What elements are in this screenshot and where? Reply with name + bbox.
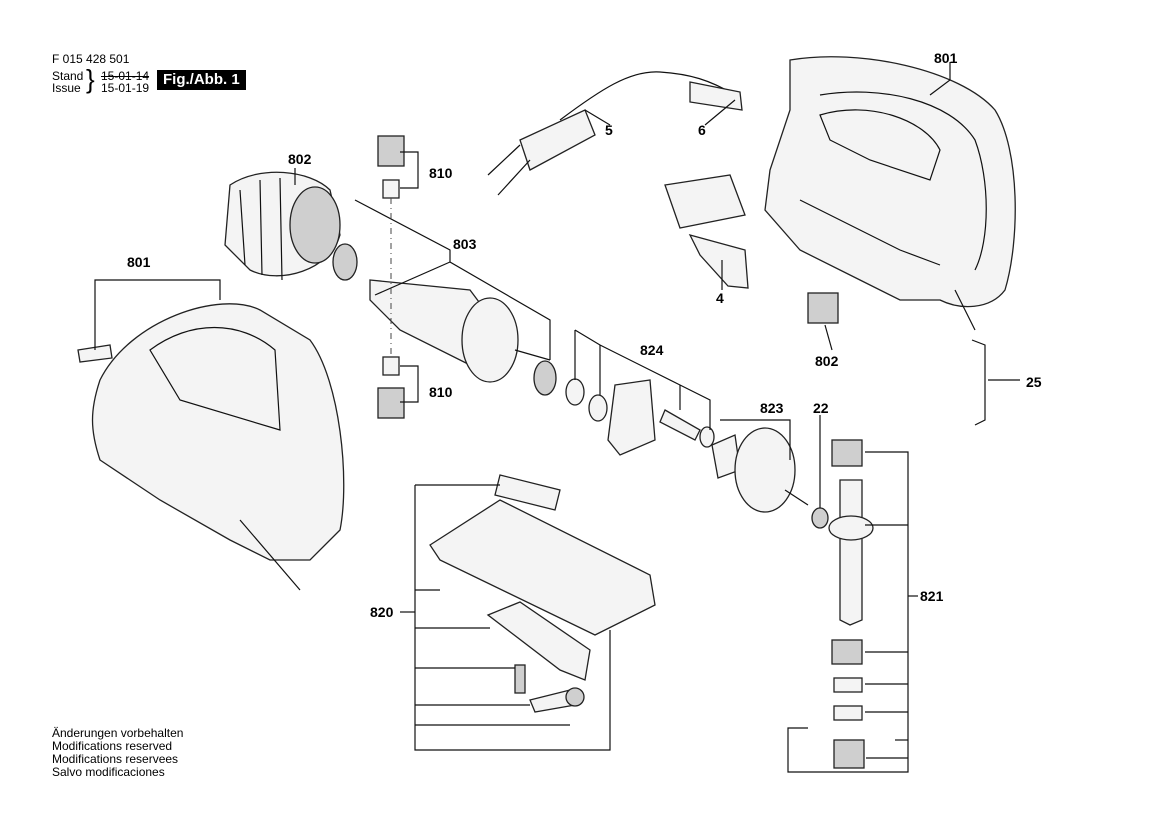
housing-screw-shape: [77, 344, 113, 363]
callout-823: 823: [760, 400, 784, 416]
callout-802-right: 802: [815, 353, 839, 369]
callout-6: 6: [698, 122, 706, 138]
callout-4: 4: [716, 290, 724, 306]
brush-top-shape: [382, 179, 400, 199]
callout-820: 820: [370, 604, 394, 620]
callout-824: 824: [640, 342, 664, 358]
hex-key-shape: [971, 339, 986, 426]
stand-label: Stand: [52, 69, 84, 83]
left-housing-shape: [91, 303, 345, 591]
callout-801-left: 801: [127, 254, 151, 270]
figure-label: Fig./Abb. 1: [157, 70, 246, 90]
issue-date: 15-01-19: [101, 81, 150, 95]
stator-shape: [224, 171, 341, 281]
brush-holder-bottom-shape: [377, 387, 405, 419]
callout-5: 5: [605, 122, 613, 138]
armature-shape: [332, 243, 557, 396]
cable-plug-shape: [487, 71, 743, 196]
brush-bottom-shape: [382, 356, 400, 376]
callout-810-top: 810: [429, 165, 453, 181]
right-housing-shape: [764, 56, 1016, 331]
callout-803: 803: [453, 236, 477, 252]
brush-holder-top-shape: [377, 135, 405, 167]
document-number: F 015 428 501: [52, 52, 130, 66]
callout-802-left: 802: [288, 151, 312, 167]
gear-kit-shape: [565, 378, 715, 456]
stand-date: 15-01-14: [101, 69, 150, 83]
gear-wheel-shape: [711, 427, 809, 513]
note-es: Salvo modificaciones: [52, 765, 165, 779]
switch-shape: [664, 174, 749, 289]
plunger-kit-shape: [828, 439, 874, 769]
issue-label: Issue: [52, 81, 81, 95]
note-fr: Modifications reservees: [52, 752, 179, 766]
note-de: Änderungen vorbehalten: [52, 726, 184, 740]
roller-shape: [811, 507, 829, 529]
brace-glyph: }: [86, 64, 95, 94]
callout-25: 25: [1026, 374, 1042, 390]
note-en: Modifications reserved: [52, 739, 173, 753]
callout-22: 22: [813, 400, 829, 416]
base-plate-shape: [429, 474, 656, 713]
callout-801-right: 801: [934, 50, 958, 66]
leader-lines: [94, 62, 1020, 773]
suppressor-shape: [807, 292, 839, 324]
callout-821: 821: [920, 588, 944, 604]
callout-810-bottom: 810: [429, 384, 453, 400]
